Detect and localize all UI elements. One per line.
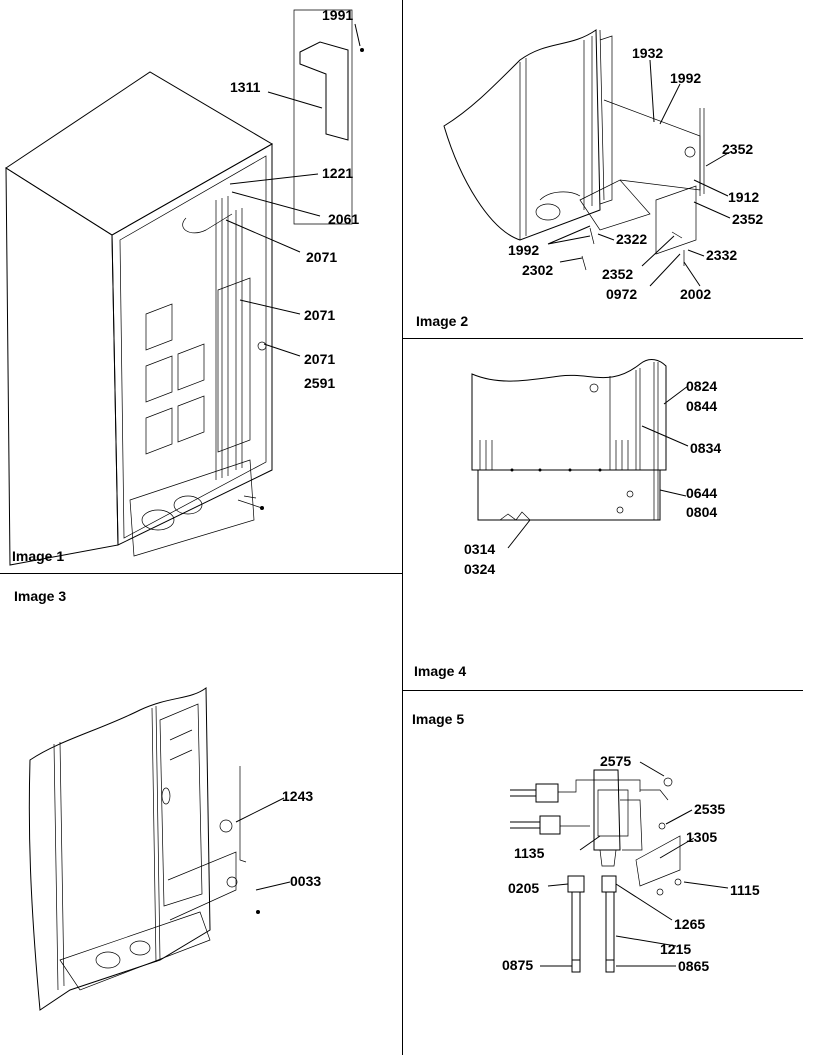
part-label: 1115 [730,882,760,898]
image2-drawing [443,29,731,287]
part-label: 2061 [328,211,360,227]
part-label: 2071 [304,351,336,367]
part-label: 2352 [602,266,634,282]
part-label: 2302 [522,262,554,278]
part-label: 1311 [230,79,261,95]
part-label: 1992 [508,242,540,258]
part-label: 0804 [686,504,718,520]
part-label: 2322 [616,231,648,247]
part-label: 1135 [514,845,545,861]
panel-title-image3: Image 3 [14,588,67,604]
divider-image1-image3 [0,573,402,574]
part-label: 1215 [660,941,692,957]
part-label: 2352 [732,211,764,227]
water-valve-drawing [510,761,729,973]
part-label: 0824 [686,378,718,394]
divider-image2-image4 [403,338,803,339]
part-label: 0875 [502,957,534,973]
part-label: 0644 [686,485,718,501]
part-label: 1932 [632,45,664,61]
panel-title-image1: Image 1 [12,548,65,564]
part-label: 1221 [322,165,354,181]
part-label: 1912 [728,189,760,205]
part-label: 2591 [304,375,336,391]
part-label: 2575 [600,753,632,769]
part-label: 0205 [508,880,540,896]
part-label: 1991 [322,7,354,23]
part-label: 2535 [694,801,726,817]
panel-title-image2: Image 2 [416,313,469,329]
part-label: 1243 [282,788,314,804]
image3-drawing [28,687,291,1011]
panel-title-image5: Image 5 [412,711,465,727]
part-label: 2071 [306,249,338,265]
refrigerator-rear-drawing [5,9,364,566]
image4-drawing [471,359,689,549]
part-label: 2352 [722,141,754,157]
vertical-divider [402,0,403,1055]
part-label: 0834 [690,440,722,456]
part-label: 2071 [304,307,336,323]
panel-title-image4: Image 4 [414,663,467,679]
divider-image4-image5 [403,690,803,691]
part-label: 0865 [678,958,710,974]
part-label: 1305 [686,829,718,845]
part-label: 1265 [674,916,706,932]
part-label: 2002 [680,286,712,302]
part-label: 1992 [670,70,702,86]
part-label: 0844 [686,398,718,414]
part-label: 0033 [290,873,322,889]
part-label: 0314 [464,541,496,557]
part-label: 0972 [606,286,638,302]
part-label: 0324 [464,561,496,577]
part-label: 2332 [706,247,738,263]
